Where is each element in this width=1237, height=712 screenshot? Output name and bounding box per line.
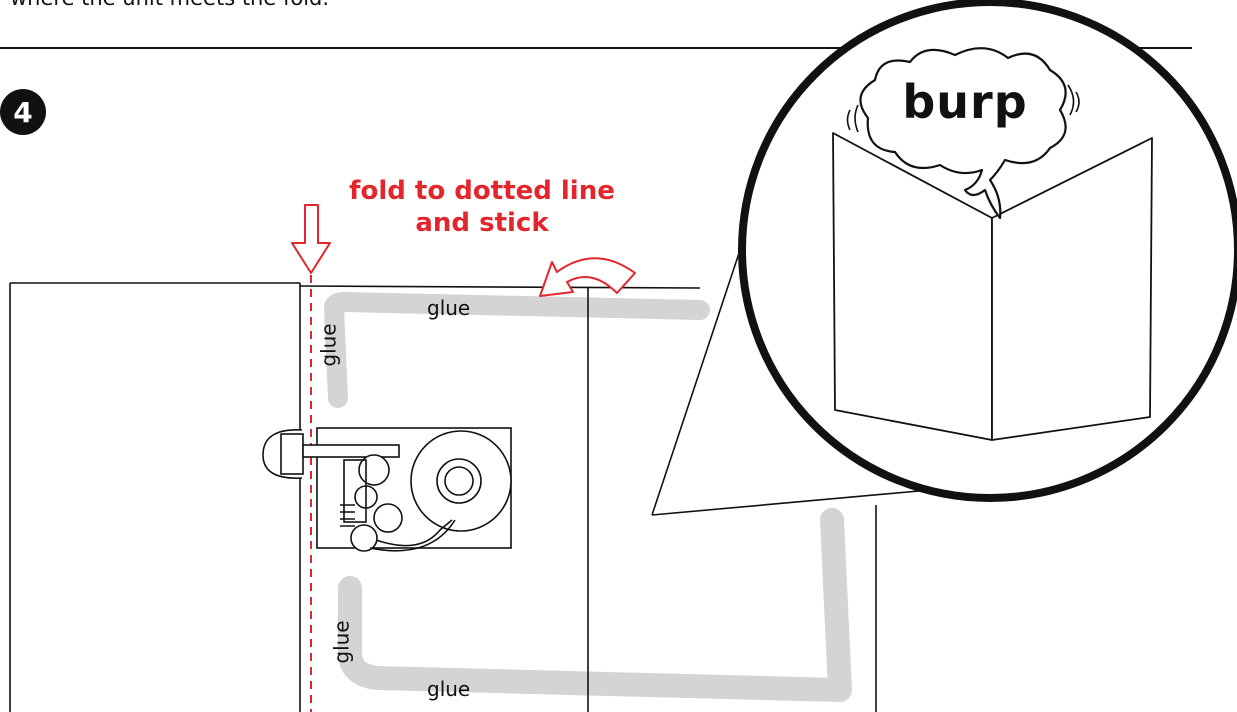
open-card-icon — [832, 132, 1153, 441]
fold-arrow-down-icon — [291, 204, 331, 274]
header-text: where the unit meets the fold. — [10, 0, 329, 10]
glue-areas — [324, 292, 852, 702]
glue-label-bottom: glue — [427, 677, 471, 701]
glue-label-left-upper: glue — [316, 323, 341, 367]
glue-path-upper — [324, 292, 710, 408]
sound-module-icon — [262, 427, 512, 552]
sound-text: burp — [902, 75, 1028, 129]
shake-marks — [846, 84, 1080, 133]
glue-label-top: glue — [427, 296, 471, 320]
step-number-badge: 4 — [0, 89, 46, 135]
card-outline — [9, 282, 877, 712]
glue-label-left-lower: glue — [329, 620, 354, 664]
glue-path-lower — [338, 508, 852, 702]
speech-bubble-icon — [859, 47, 1067, 220]
instruction-line-2: and stick — [415, 208, 549, 238]
fold-instruction: fold to dotted line and stick — [332, 175, 632, 239]
fold-curve-arrow-icon — [539, 257, 636, 297]
instruction-line-1: fold to dotted line — [349, 176, 615, 206]
